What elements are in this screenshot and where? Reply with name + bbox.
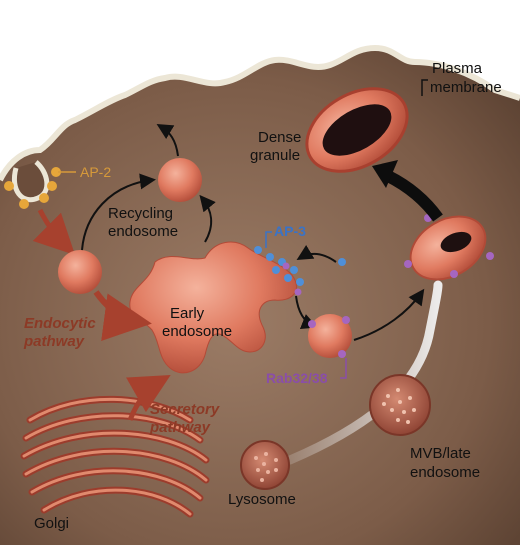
endocytic-pathway-label-1: Endocytic bbox=[24, 315, 96, 332]
ap2-dot bbox=[51, 167, 61, 177]
secretory-pathway-arrow bbox=[126, 375, 171, 421]
mvb-label-2: endosome bbox=[410, 464, 480, 481]
arrow-rab-to-granule bbox=[353, 288, 425, 341]
plasma-membrane bbox=[0, 44, 520, 182]
early-endosome-label-1: Early bbox=[170, 305, 205, 322]
ap3-dot bbox=[284, 274, 292, 282]
ap3-label: AP-3 bbox=[274, 223, 306, 239]
dense-granule-label-1: Dense bbox=[258, 129, 301, 146]
rab-dot bbox=[450, 270, 458, 278]
arrow-to-dense-granule-head bbox=[372, 160, 398, 188]
arrow-to-dense-granule bbox=[385, 170, 443, 222]
dense-granule-label-2: granule bbox=[250, 147, 300, 164]
rab-dot bbox=[282, 262, 290, 270]
ap3-dot bbox=[266, 253, 274, 261]
rab-dot bbox=[342, 316, 350, 324]
ap2-dot bbox=[39, 193, 49, 203]
endocytic-vesicle bbox=[58, 250, 102, 294]
golgi-label: Golgi bbox=[34, 515, 69, 532]
ap3-leader bbox=[265, 231, 272, 248]
arrow-vesicle-to-recycling bbox=[81, 173, 156, 251]
rab-label: Rab32/38 bbox=[266, 370, 328, 386]
endocytic-pathway-arrow bbox=[93, 290, 152, 342]
maturation-path bbox=[285, 280, 443, 465]
arrow-early-to-recycling bbox=[199, 194, 216, 243]
secretory-pathway-label-2: pathway bbox=[149, 419, 211, 436]
recycling-endosome-label-2: endosome bbox=[108, 223, 178, 240]
rab-leader bbox=[340, 358, 347, 379]
mvb-late-endosome bbox=[369, 374, 431, 436]
rab-dot bbox=[486, 252, 494, 260]
dense-granule-core bbox=[322, 104, 392, 156]
mvb-intraluminal-vesicles bbox=[382, 388, 416, 424]
ap2-dot bbox=[19, 199, 29, 209]
ap3-dot bbox=[290, 266, 298, 274]
rab-dot bbox=[294, 288, 302, 296]
endocytic-pit bbox=[12, 160, 50, 203]
ap2-label: AP-2 bbox=[80, 164, 111, 180]
rab-dot bbox=[308, 320, 316, 328]
plasma-membrane-label-2: membrane bbox=[430, 79, 502, 96]
recycling-endosome-label-1: Recycling bbox=[108, 205, 173, 222]
ap2-dot bbox=[47, 181, 57, 191]
early-endosome-label-2: endosome bbox=[162, 323, 232, 340]
mvb-label-1: MVB/late bbox=[410, 445, 471, 462]
ap3-dot bbox=[338, 258, 346, 266]
rab-dot bbox=[404, 260, 412, 268]
maturing-granule-core bbox=[440, 231, 472, 253]
arrow-ap3-recycle bbox=[296, 244, 337, 263]
endocytic-pathway-label-2: pathway bbox=[23, 333, 85, 350]
recycling-endosome bbox=[158, 158, 202, 202]
arrow-recycling-to-membrane bbox=[156, 123, 179, 157]
ap3-dot bbox=[254, 246, 262, 254]
membrane-leader bbox=[421, 79, 428, 96]
rab-dot bbox=[338, 350, 346, 358]
endocytic-arrow bbox=[32, 208, 76, 256]
early-endosome bbox=[129, 241, 298, 374]
ap2-dot bbox=[4, 181, 14, 191]
plasma-membrane-label-1: Plasma bbox=[432, 60, 483, 77]
ap3-dot bbox=[272, 266, 280, 274]
golgi-apparatus bbox=[20, 395, 210, 518]
lysosome-label: Lysosome bbox=[228, 491, 296, 508]
lysosome-contents bbox=[254, 452, 278, 482]
secretory-pathway-label-1: Secretory bbox=[150, 401, 220, 418]
rab-vesicle bbox=[308, 314, 352, 358]
ap3-dot bbox=[296, 278, 304, 286]
